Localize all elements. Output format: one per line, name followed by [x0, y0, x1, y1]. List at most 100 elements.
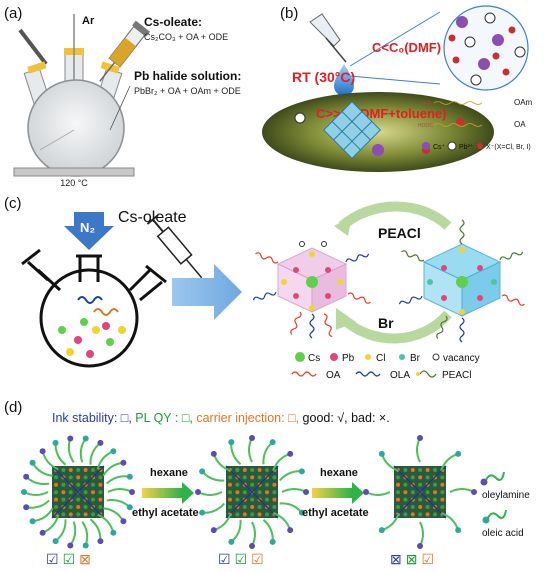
nanocrystal-atom	[403, 490, 408, 495]
nanocrystal-atom	[242, 512, 247, 517]
nanocrystal-atom	[410, 505, 415, 509]
ligand-tail	[279, 502, 303, 514]
ligands-left	[252, 252, 371, 339]
nanocrystal-atom	[91, 512, 95, 517]
nanocrystal-atom	[410, 490, 415, 495]
ligand-head	[210, 527, 217, 534]
nanocrystal-atom	[440, 505, 445, 509]
rt-label: RT (30°C)	[292, 69, 355, 85]
ligand-tail	[89, 442, 102, 465]
legend-peacl-head	[416, 372, 420, 376]
check-2-plqy: ☑	[235, 551, 248, 567]
ligand-head	[249, 543, 255, 549]
pb-ion	[470, 74, 482, 86]
nanocrystal-atom	[418, 468, 423, 472]
ligand-head	[23, 504, 30, 511]
nanocrystal-atom	[403, 468, 408, 472]
nanocrystal-atom	[257, 490, 262, 495]
nanocrystal-atom	[83, 512, 88, 517]
nanocrystal-atom	[228, 497, 232, 502]
ligand-tail	[23, 491, 49, 496]
step2-solvent-a: hexane	[320, 467, 358, 479]
ligand-head	[210, 450, 217, 457]
nanocrystal-diag	[51, 465, 105, 519]
nanocrystal-atom	[235, 497, 240, 502]
flask-particles	[58, 318, 126, 358]
flask-particle	[102, 322, 110, 330]
title-good-bad: good: √, bad: ×.	[303, 411, 390, 425]
cs-ion	[456, 16, 468, 28]
nanocrystal-atom	[228, 482, 232, 487]
legend-c: Cs Pb Cl Br vacancy OA OLA PEACl	[291, 352, 480, 381]
panel-d: (d) Ink stability: □, PL QY : □, carrier…	[4, 399, 530, 567]
nanocrystal-atom	[396, 497, 400, 502]
ligand-head	[378, 527, 385, 534]
ligand-tail	[26, 499, 50, 509]
nanocrystal-atom	[257, 512, 262, 517]
nanocrystal-atom	[433, 490, 437, 495]
stopper-left	[27, 61, 47, 74]
legend-c-4: vacancy	[443, 353, 480, 364]
nanocrystal-atom	[98, 482, 103, 487]
ligand-head	[199, 468, 206, 475]
nanocrystal-atom	[68, 512, 73, 517]
nanocrystal-atom	[433, 482, 437, 487]
check-3-carrier: ☑	[421, 551, 434, 567]
nanocrystal-atom	[272, 482, 277, 487]
nanocrystal-atom	[61, 497, 66, 502]
nanocrystal-atom	[250, 512, 255, 517]
flask-ligand	[77, 296, 103, 304]
nanocrystal-atom	[242, 505, 247, 509]
flask-body	[27, 79, 125, 177]
ligand-right	[436, 315, 448, 339]
nanocrystal-atom	[425, 490, 430, 495]
check-1-plqy: ☑	[63, 551, 76, 567]
peacl-arrow-label: PEACl	[378, 225, 421, 241]
nanocrystal-atom	[76, 475, 81, 480]
bottom-arc-arrow	[338, 310, 452, 344]
checks-3: ⊠⊠☑	[390, 551, 434, 567]
ligand-right	[398, 295, 423, 305]
legend-oa-line	[291, 371, 317, 377]
ligand-head	[97, 538, 104, 545]
nanocrystal-atom	[418, 512, 423, 517]
nanocrystal-atom	[76, 468, 81, 472]
nanocrystal-atom	[235, 468, 240, 472]
legend-c-1: Pb	[342, 353, 355, 364]
ligand-head	[287, 527, 294, 534]
nanocrystal-atom	[250, 497, 255, 502]
nanocrystal-atom	[257, 475, 262, 480]
flask-ligand-2	[93, 308, 119, 316]
bottom-arc-head	[336, 308, 356, 330]
nanocrystal-atom	[403, 512, 408, 517]
cs-ion	[478, 58, 490, 70]
nanocrystal-atom	[433, 497, 437, 502]
temperature-label: 120 °C	[60, 178, 88, 188]
nanocrystal-atom	[250, 482, 255, 487]
ligand-left	[290, 311, 302, 335]
oa-head: HOOC	[418, 123, 433, 129]
panel-b: (b) C<C₀(DMF) RT (30°C) C>>C₀(DMF+toluen…	[262, 5, 533, 172]
nanocrystal-b	[323, 101, 381, 159]
ligand-head	[363, 489, 369, 495]
step1-solvent-a: hexane	[150, 467, 188, 479]
nanocrystals-d	[21, 435, 477, 549]
legend-c2-1: OLA	[390, 370, 410, 381]
ligand-tail	[106, 475, 130, 485]
ligand-head	[39, 448, 46, 455]
halide-ion	[452, 56, 460, 64]
ligand-right	[499, 251, 524, 261]
ligand-head	[126, 473, 133, 480]
nanocrystal-atom	[91, 482, 95, 487]
cs-oleate-label: Cs-oleate	[118, 209, 187, 226]
ligand-head	[52, 439, 59, 446]
legend-peacl-line	[419, 370, 437, 378]
nanocrystal-atom	[265, 512, 269, 517]
panel-c: (c) N₂ Cs-oleate PEACl	[4, 195, 525, 381]
nanocrystal-atom	[83, 475, 88, 480]
nanocrystal-atom	[265, 468, 269, 472]
legend-cl-dot	[365, 354, 371, 360]
flask-particle	[118, 326, 126, 334]
ligand-head	[298, 509, 305, 516]
ligand-tail	[102, 461, 124, 477]
